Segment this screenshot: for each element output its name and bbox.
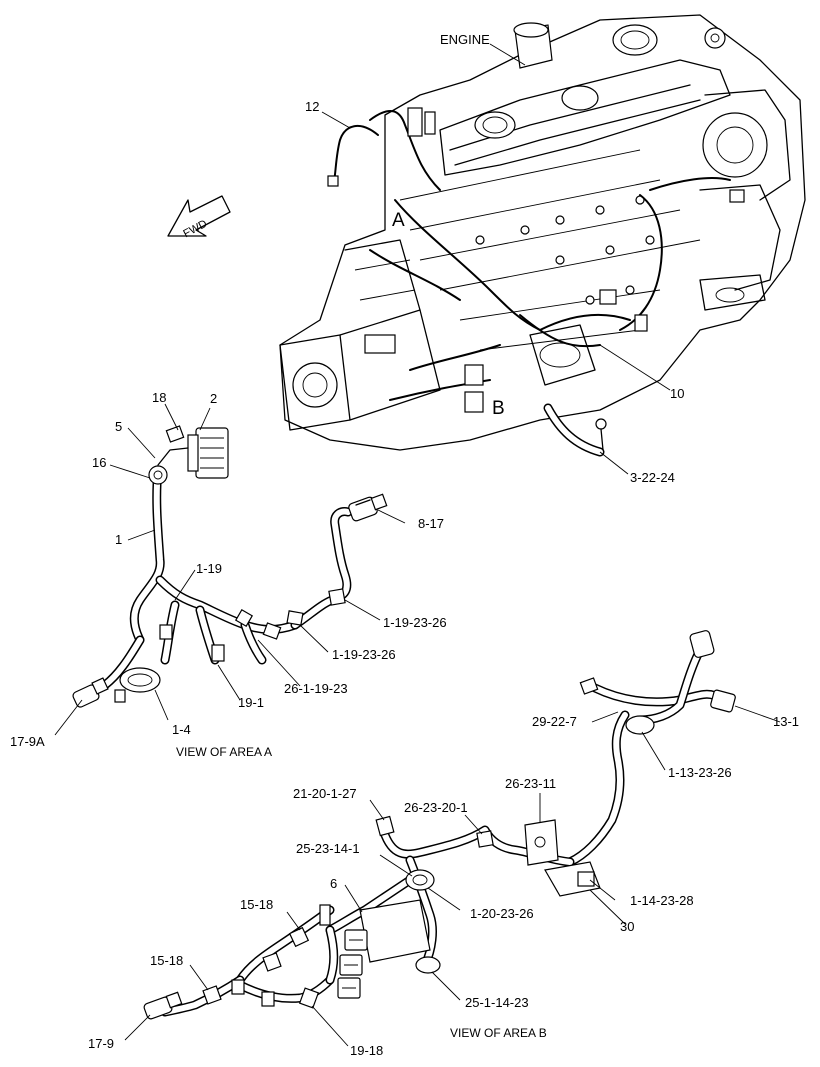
label-part-15-18-b: 15-18: [150, 953, 184, 968]
engine-assembly: [279, 14, 806, 457]
label-area-a-marker: A: [392, 210, 405, 231]
label-part-5: 5: [115, 419, 123, 434]
label-part-18: 18: [152, 390, 167, 405]
caption-view-area-b: VIEW OF AREA B: [450, 1026, 547, 1040]
label-part-19-18: 19-18: [350, 1043, 384, 1058]
label-part-3-22-24: 3-22-24: [630, 470, 675, 485]
label-part-30: 30: [620, 919, 635, 934]
area-a-harness: [54, 403, 406, 736]
label-part-25-1-14-23: 25-1-14-23: [465, 995, 529, 1010]
label-part-26-23-11: 26-23-11: [505, 776, 557, 791]
label-part-13-1: 13-1: [773, 714, 800, 729]
label-part-17-9a: 17-9A: [10, 734, 45, 749]
label-part-29-22-7: 29-22-7: [532, 714, 577, 729]
forward-arrow-icon: [167, 195, 231, 237]
label-part-2: 2: [210, 391, 218, 406]
label-part-17-9: 17-9: [88, 1036, 115, 1051]
label-part-1-14-23-28: 1-14-23-28: [630, 893, 694, 908]
label-part-26-23-20-1: 26-23-20-1: [404, 800, 468, 815]
label-part-1: 1: [115, 532, 123, 547]
label-part-15-18-a: 15-18: [240, 897, 274, 912]
label-part-1-19-23-26-a: 1-19-23-26: [383, 615, 447, 630]
label-area-b-marker: B: [492, 398, 505, 419]
label-part-12: 12: [305, 99, 320, 114]
label-part-1-4: 1-4: [172, 722, 191, 737]
label-part-21-20-1-27: 21-20-1-27: [293, 786, 357, 801]
label-part-1-13-23-26: 1-13-23-26: [668, 765, 732, 780]
label-part-8-17: 8-17: [418, 516, 445, 531]
label-part-1-19: 1-19: [196, 561, 223, 576]
label-part-1-19-23-26-b: 1-19-23-26: [332, 647, 396, 662]
label-part-25-23-14-1: 25-23-14-1: [296, 841, 360, 856]
label-engine: ENGINE: [440, 32, 490, 47]
label-part-10: 10: [670, 386, 685, 401]
label-part-1-20-23-26: 1-20-23-26: [470, 906, 534, 921]
label-part-26-1-19-23: 26-1-19-23: [284, 681, 348, 696]
label-part-6: 6: [330, 876, 338, 891]
area-b-harness: [124, 630, 781, 1047]
caption-view-area-a: VIEW OF AREA A: [176, 745, 273, 759]
label-part-16: 16: [92, 455, 107, 470]
engine-leader-lines: [321, 43, 671, 475]
label-part-19-1: 19-1: [238, 695, 265, 710]
